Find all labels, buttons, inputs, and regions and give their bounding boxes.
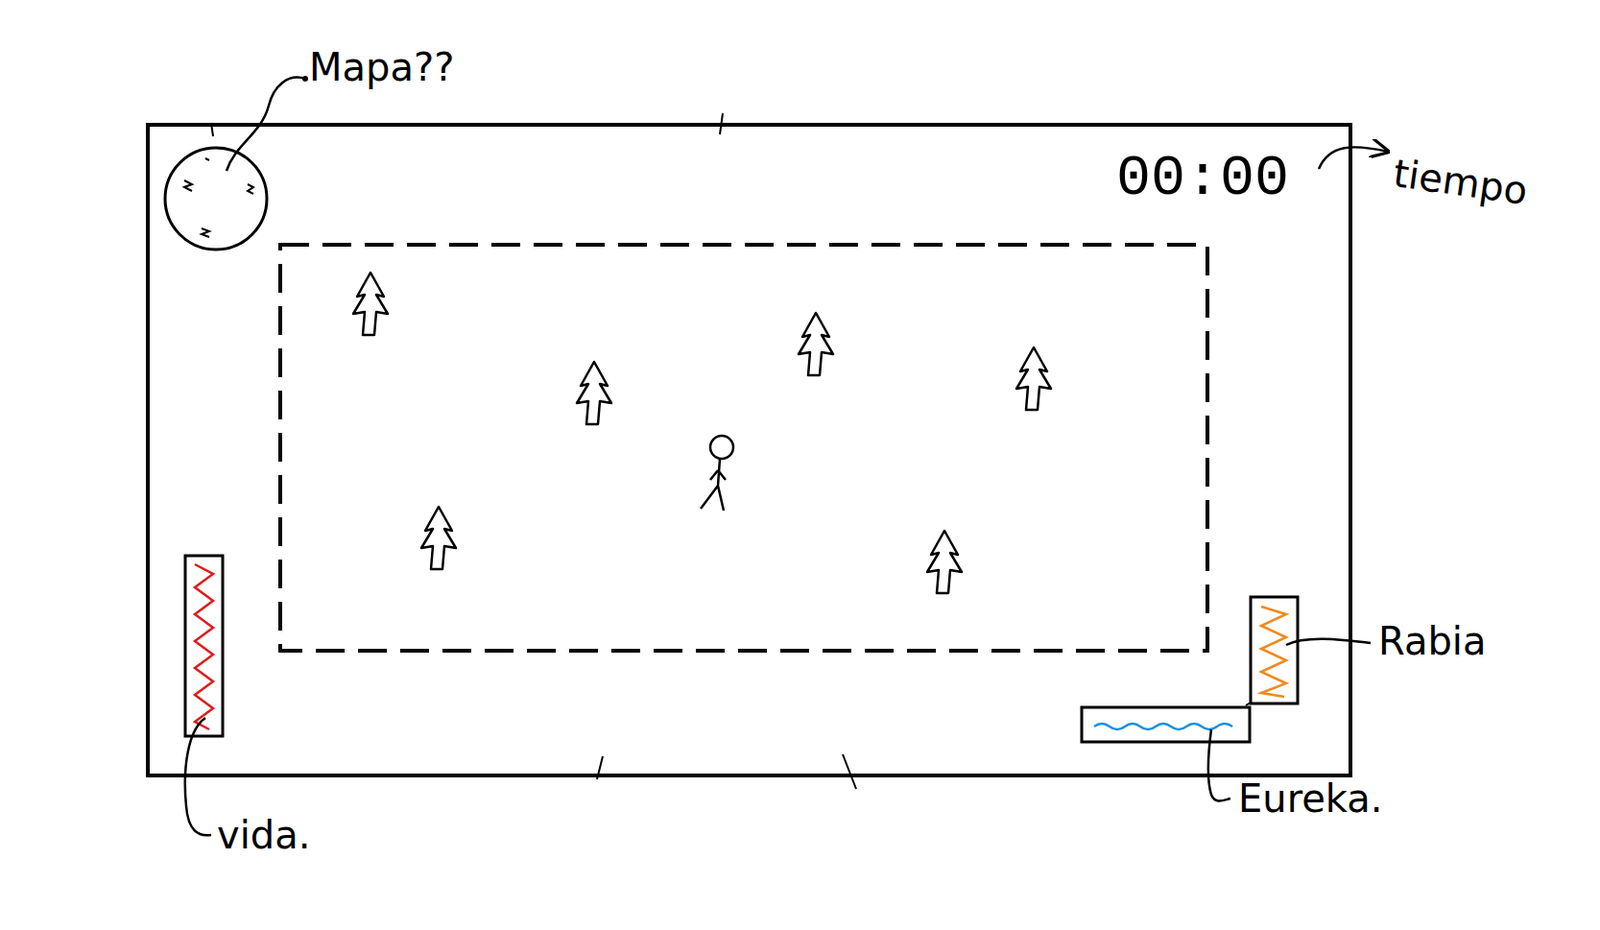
minimap [165, 147, 267, 250]
eureka-label: Eureka. [1238, 779, 1384, 818]
eureka-bar [1081, 707, 1250, 742]
leader-dot [302, 75, 309, 82]
leader-line [185, 717, 212, 836]
screen-frame [147, 124, 1351, 776]
player-figure [700, 435, 734, 511]
timer-label: tiempo [1390, 153, 1529, 211]
health-label: vida. [216, 815, 311, 855]
trees [353, 272, 1051, 594]
bar-link [1245, 702, 1251, 706]
timer-display: 00:00 [1116, 149, 1290, 208]
leader-line [1208, 729, 1231, 802]
health-bar [185, 555, 223, 737]
leader-arrow [1318, 146, 1388, 169]
map-label: Mapa?? [309, 47, 454, 87]
rage-bar [1250, 597, 1298, 704]
tick-marks [211, 113, 857, 789]
map-marks [184, 158, 254, 238]
leader-line [226, 77, 306, 171]
rage-fill [1261, 606, 1287, 697]
rage-label: Rabia [1378, 621, 1486, 661]
health-fill [194, 564, 214, 730]
play-area [280, 244, 1208, 651]
eureka-fill [1094, 723, 1233, 730]
leader-line [1286, 639, 1371, 645]
